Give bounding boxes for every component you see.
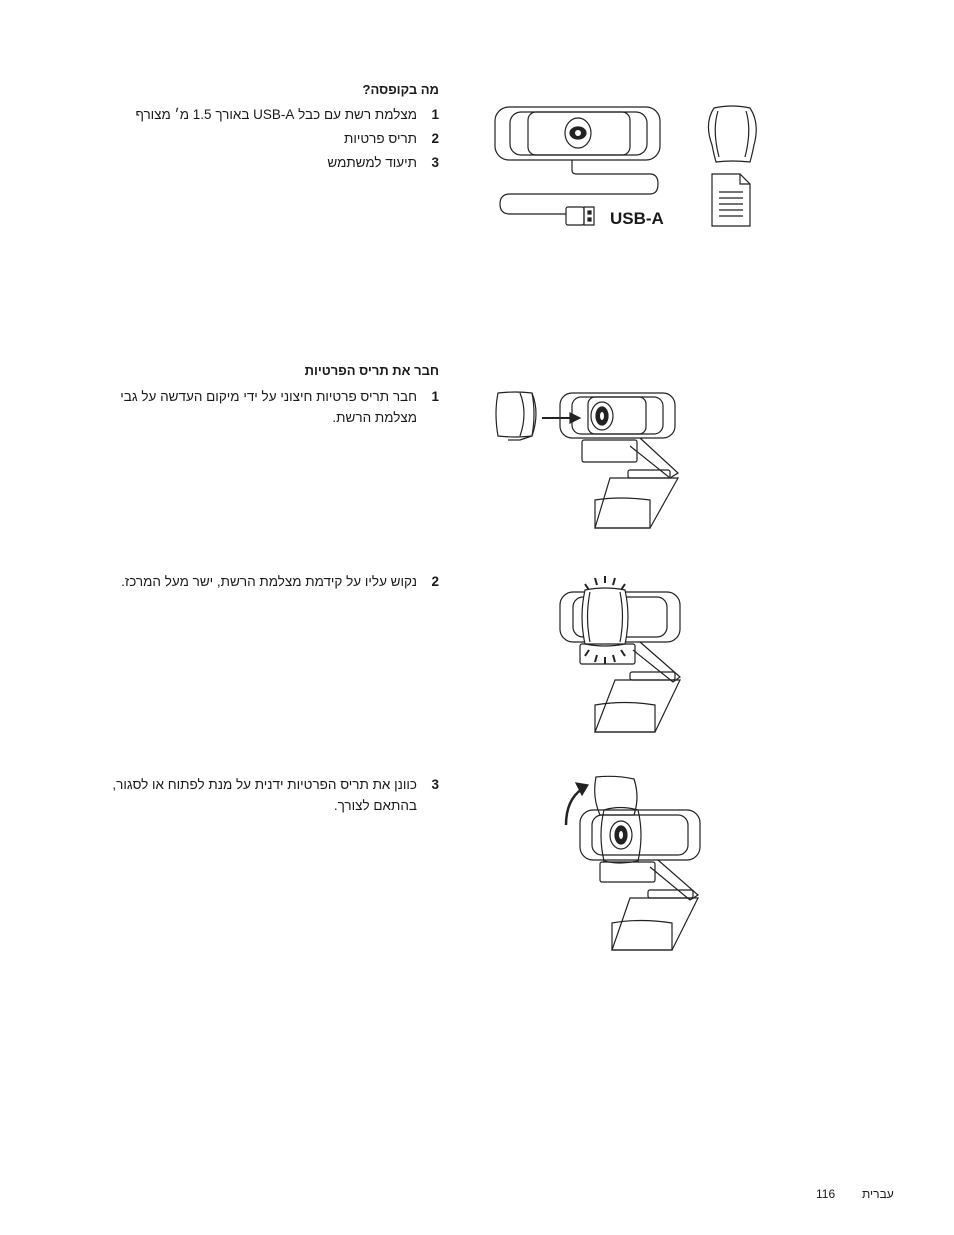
step2-illustration [555, 572, 695, 742]
step1-illustration [490, 388, 690, 538]
document-icon [710, 172, 752, 228]
item-number: 3 [431, 155, 439, 170]
step-item: 2 נקוש עליו על קידמת מצלמת הרשת, ישר מעל… [121, 571, 439, 592]
item-number: 2 [431, 131, 439, 146]
step-text: חבר תריס פרטיות חיצוני על ידי מיקום העדש… [120, 389, 417, 425]
item-text: תריס פרטיות [344, 131, 417, 146]
page-number: 116 [816, 1187, 836, 1201]
step-text: נקוש עליו על קידמת מצלמת הרשת, ישר מעל ה… [121, 574, 417, 589]
footer-language: עברית [862, 1187, 894, 1201]
list-item: 1 מצלמת רשת עם כבל USB-A באורך 1.5 מ׳ מצ… [135, 104, 439, 125]
step-item: 1 חבר תריס פרטיות חיצוני על ידי מיקום הע… [99, 386, 439, 428]
step-number: 1 [431, 389, 439, 404]
section-heading-in-box: מה בקופסה? [362, 82, 439, 97]
step-item: 3 כוונן את תריס הפרטיות ידנית על מנת לפת… [93, 774, 439, 816]
step-number: 2 [431, 574, 439, 589]
section-heading-attach: חבר את תריס הפרטיות [304, 363, 439, 378]
item-text: תיעוד למשתמש [327, 155, 417, 170]
list-item: 3 תיעוד למשתמש [327, 152, 439, 173]
step3-illustration [560, 775, 705, 955]
step-text: כוונן את תריס הפרטיות ידנית על מנת לפתוח… [112, 777, 417, 813]
item-number: 1 [431, 107, 439, 122]
privacy-shutter-icon [702, 105, 762, 165]
step-number: 3 [431, 777, 439, 792]
item-text: מצלמת רשת עם כבל USB-A באורך 1.5 מ׳ מצור… [135, 107, 417, 122]
webcam-box-illustration: USB-A [490, 100, 664, 228]
list-item: 2 תריס פרטיות [344, 128, 439, 149]
usb-a-label: USB-A [610, 209, 664, 228]
